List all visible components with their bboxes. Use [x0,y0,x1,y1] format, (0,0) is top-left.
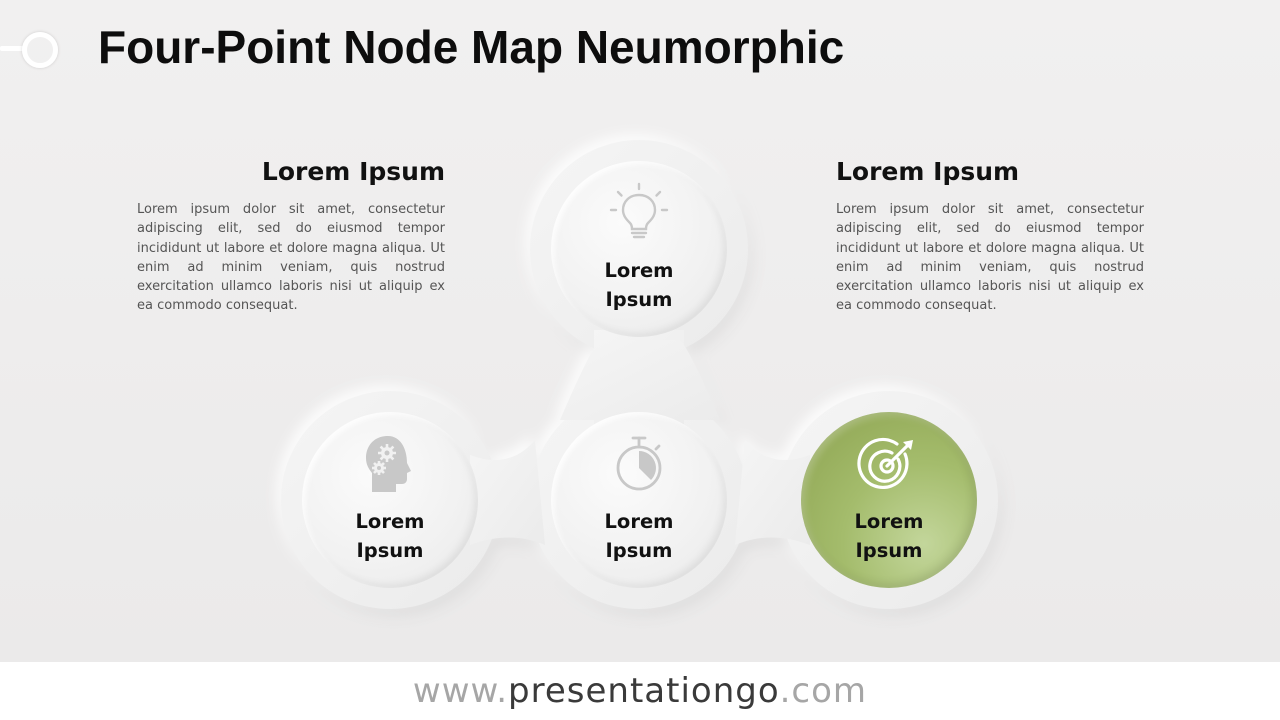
text-block-left: Lorem Ipsum Lorem ipsum dolor sit amet, … [137,157,445,316]
node-center-line1: Lorem [604,510,674,533]
node-right: Lorem Ipsum [801,412,977,588]
footer-tld: .com [779,671,868,711]
node-top-line1: Lorem [604,259,674,282]
connector-neck [560,340,720,420]
text-block-left-heading: Lorem Ipsum [261,157,445,186]
connector-left [470,440,545,545]
logo-ring-icon [22,32,58,68]
node-top: Lorem Ipsum [551,161,727,337]
slide: Four-Point Node Map Neumorphic Lorem Ips… [0,0,1280,662]
text-block-right: Lorem Ipsum Lorem ipsum dolor sit amet, … [836,157,1144,316]
connector-right [735,440,810,545]
node-left-label: Lorem Ipsum [330,507,450,565]
node-right-line1: Lorem [854,510,924,533]
footer-domain: presentationgo [508,671,780,711]
node-center-label: Lorem Ipsum [579,507,699,565]
logo-line [0,46,26,51]
lightbulb-icon [609,182,669,239]
stopwatch-icon [616,436,662,491]
text-block-right-body: Lorem ipsum dolor sit amet, consectetur … [836,202,1144,314]
head-gears-icon [366,436,411,492]
node-right-line2: Ipsum [855,539,923,562]
text-block-right-heading: Lorem Ipsum [836,157,1020,186]
node-top-line2: Ipsum [605,288,673,311]
footer-website: www.presentationgo.com [0,662,1280,720]
node-left-line2: Ipsum [356,539,424,562]
node-right-label: Lorem Ipsum [829,507,949,565]
page-title: Four-Point Node Map Neumorphic [98,21,845,73]
node-left: Lorem Ipsum [302,412,478,588]
node-top-label: Lorem Ipsum [579,256,699,314]
node-center-line2: Ipsum [605,539,673,562]
node-center: Lorem Ipsum [551,412,727,588]
text-block-left-body: Lorem ipsum dolor sit amet, consectetur … [137,202,445,314]
node-left-line1: Lorem [355,510,425,533]
footer-www: www. [412,671,509,711]
target-icon [857,437,913,490]
